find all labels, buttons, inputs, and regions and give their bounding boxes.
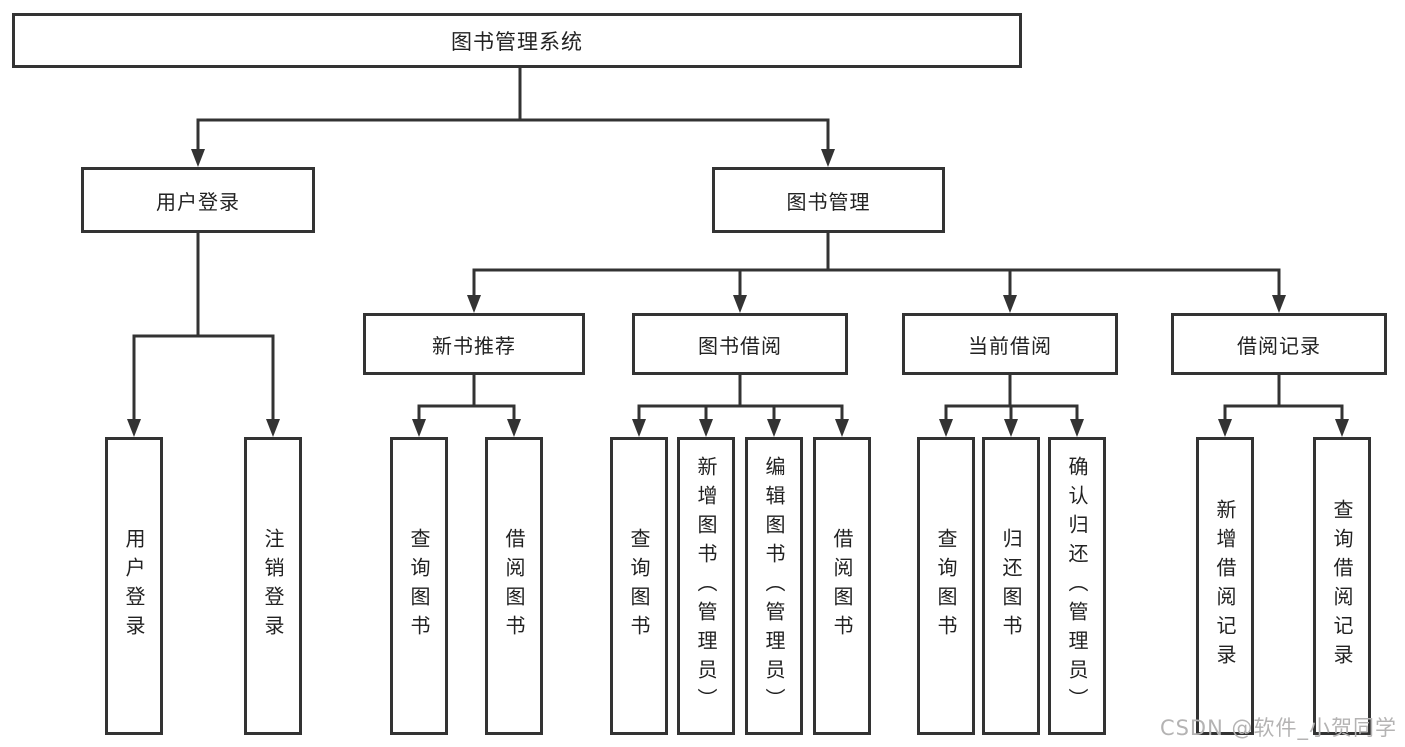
node-add-borrow-record: 新增借阅记录	[1196, 437, 1254, 735]
node-confirm-return-admin: 确认归还（管理员）	[1048, 437, 1106, 735]
node-label: 归还图书	[999, 528, 1023, 644]
node-query-books-current: 查询图书	[917, 437, 975, 735]
node-user-login-leaf: 用户登录	[105, 437, 163, 735]
node-label: 借阅记录	[1237, 333, 1321, 358]
node-query-borrow-record: 查询借阅记录	[1313, 437, 1371, 735]
node-label: 当前借阅	[968, 333, 1052, 358]
node-book-management: 图书管理	[712, 167, 945, 233]
node-label: 查询图书	[627, 528, 651, 644]
node-borrow-books-recommend: 借阅图书	[485, 437, 543, 735]
node-label: 借阅图书	[830, 528, 854, 644]
node-label: 借阅图书	[502, 528, 526, 644]
node-user-login: 用户登录	[81, 167, 315, 233]
node-library-system-root: 图书管理系统	[12, 13, 1022, 68]
node-book-borrowing: 图书借阅	[632, 313, 848, 375]
node-query-books-recommend: 查询图书	[390, 437, 448, 735]
node-query-books-borrowing: 查询图书	[610, 437, 668, 735]
node-label: 新增借阅记录	[1213, 499, 1237, 673]
node-label: 新增图书（管理员）	[694, 455, 718, 717]
node-borrow-books-borrowing: 借阅图书	[813, 437, 871, 735]
node-return-books: 归还图书	[982, 437, 1040, 735]
node-label: 新书推荐	[432, 333, 516, 358]
node-label: 图书管理系统	[451, 29, 583, 54]
node-label: 用户登录	[122, 528, 146, 644]
node-logout-leaf: 注销登录	[244, 437, 302, 735]
node-label: 确认归还（管理员）	[1065, 455, 1089, 717]
node-new-book-recommendation: 新书推荐	[363, 313, 585, 375]
watermark-text: CSDN @软件_小贺同学	[1159, 716, 1397, 740]
node-add-books-admin: 新增图书（管理员）	[677, 437, 735, 735]
node-edit-books-admin: 编辑图书（管理员）	[745, 437, 803, 735]
node-label: 图书借阅	[698, 333, 782, 358]
node-label: 用户登录	[156, 189, 240, 214]
node-label: 编辑图书（管理员）	[762, 455, 786, 717]
node-current-borrowing: 当前借阅	[902, 313, 1118, 375]
node-label: 查询借阅记录	[1330, 499, 1354, 673]
node-label: 查询图书	[934, 528, 958, 644]
node-label: 注销登录	[261, 528, 285, 644]
node-label: 图书管理	[786, 189, 871, 214]
node-label: 查询图书	[407, 528, 431, 644]
node-borrowing-records: 借阅记录	[1171, 313, 1387, 375]
